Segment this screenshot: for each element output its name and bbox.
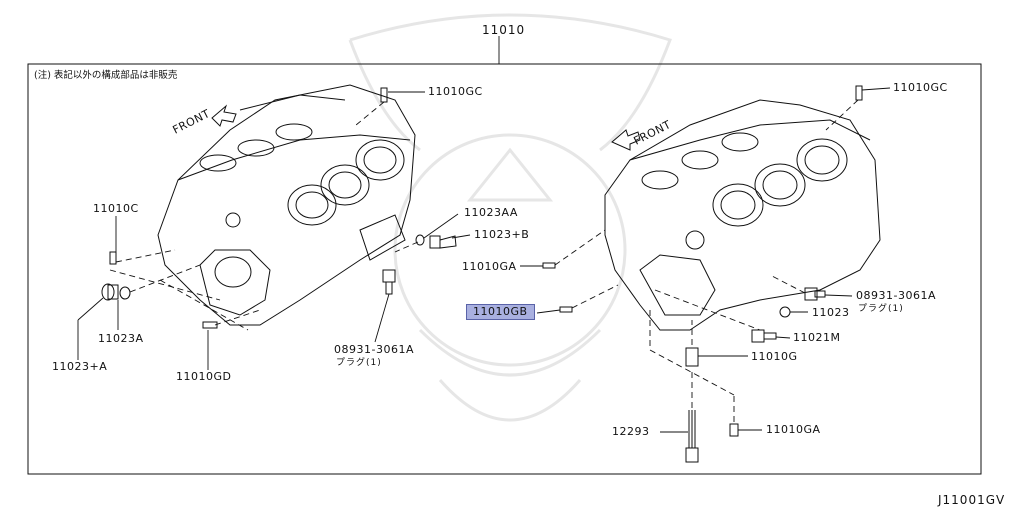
left-parts <box>77 87 471 370</box>
note-text: (注) 表記以外の構成部品は非販売 <box>34 70 178 81</box>
watermark-logo <box>348 13 672 422</box>
label-11010gd[interactable]: 11010GD <box>176 370 232 383</box>
right-parts <box>520 85 891 463</box>
label-plug-right[interactable]: 08931-3061A <box>856 289 936 302</box>
diagram-code: J11001GV <box>938 493 1006 507</box>
label-11010gb-highlighted[interactable]: 11010GB <box>466 304 535 320</box>
label-11023-plus-a[interactable]: 11023+A <box>52 360 108 373</box>
right-engine-block <box>604 99 881 331</box>
label-11010gc-left[interactable]: 11010GC <box>428 85 483 98</box>
label-11023[interactable]: 11023 <box>812 306 850 319</box>
label-11023a[interactable]: 11023A <box>98 332 144 345</box>
label-11010g[interactable]: 11010G <box>751 350 798 363</box>
front-arrow-left <box>211 104 237 127</box>
label-11021m[interactable]: 11021M <box>793 331 841 344</box>
diagram-frame <box>27 63 982 475</box>
label-11023-plus-b[interactable]: 11023+B <box>474 228 530 241</box>
label-12293[interactable]: 12293 <box>612 425 650 438</box>
label-11023aa[interactable]: 11023AA <box>464 206 518 219</box>
label-11010ga-bottom[interactable]: 11010GA <box>766 423 821 436</box>
front-arrow-right <box>611 129 641 151</box>
label-plug-left-qty: プラグ(1) <box>336 358 382 368</box>
label-plug-right-qty: プラグ(1) <box>858 304 904 314</box>
label-11010c[interactable]: 11010C <box>93 202 139 215</box>
label-plug-left[interactable]: 08931-3061A <box>334 343 414 356</box>
label-11010ga-top[interactable]: 11010GA <box>462 260 517 273</box>
left-engine-block <box>157 84 416 326</box>
label-11010gc-right[interactable]: 11010GC <box>893 81 948 94</box>
title-part-number: 11010 <box>482 23 526 37</box>
